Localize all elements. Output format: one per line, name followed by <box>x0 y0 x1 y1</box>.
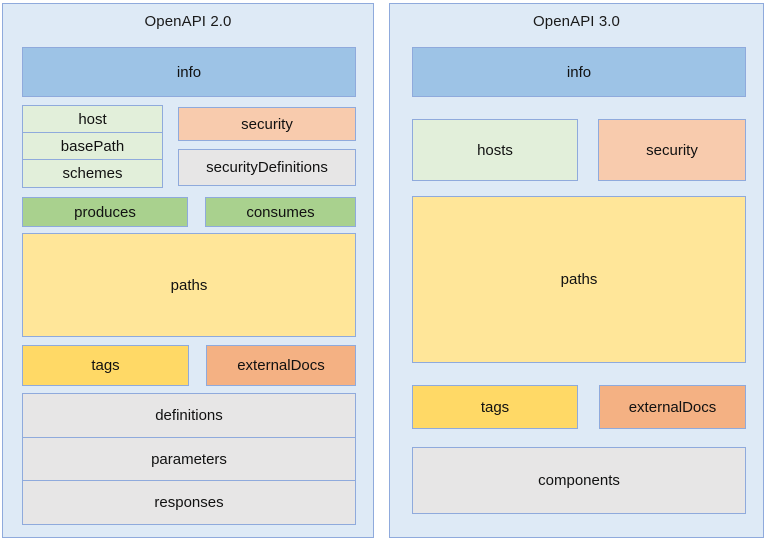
box-info: info <box>22 47 356 97</box>
panel-openapi-3: OpenAPI 3.0 info hosts security paths ta… <box>389 3 764 538</box>
box-securitydefinitions: securityDefinitions <box>178 149 356 186</box>
box-parameters: parameters <box>22 437 356 481</box>
box-consumes: consumes <box>205 197 356 227</box>
box-security: security <box>178 107 356 141</box>
box-components: components <box>412 447 746 514</box>
box-definitions: definitions <box>22 393 356 438</box>
box-host: host <box>22 105 163 133</box>
box-tags: tags <box>412 385 578 429</box>
box-externaldocs: externalDocs <box>599 385 746 429</box>
box-paths: paths <box>22 233 356 337</box>
box-responses: responses <box>22 480 356 525</box>
box-hosts: hosts <box>412 119 578 181</box>
panel-title-openapi-3: OpenAPI 3.0 <box>533 13 620 30</box>
box-schemes: schemes <box>22 159 163 188</box>
panel-openapi-2: OpenAPI 2.0 info host basePath schemes s… <box>2 3 374 538</box>
box-basepath: basePath <box>22 132 163 160</box>
box-produces: produces <box>22 197 188 227</box>
box-info: info <box>412 47 746 97</box>
box-tags: tags <box>22 345 189 386</box>
box-paths: paths <box>412 196 746 363</box>
panel-title-openapi-2: OpenAPI 2.0 <box>144 13 232 30</box>
box-security: security <box>598 119 746 181</box>
box-externaldocs: externalDocs <box>206 345 356 386</box>
